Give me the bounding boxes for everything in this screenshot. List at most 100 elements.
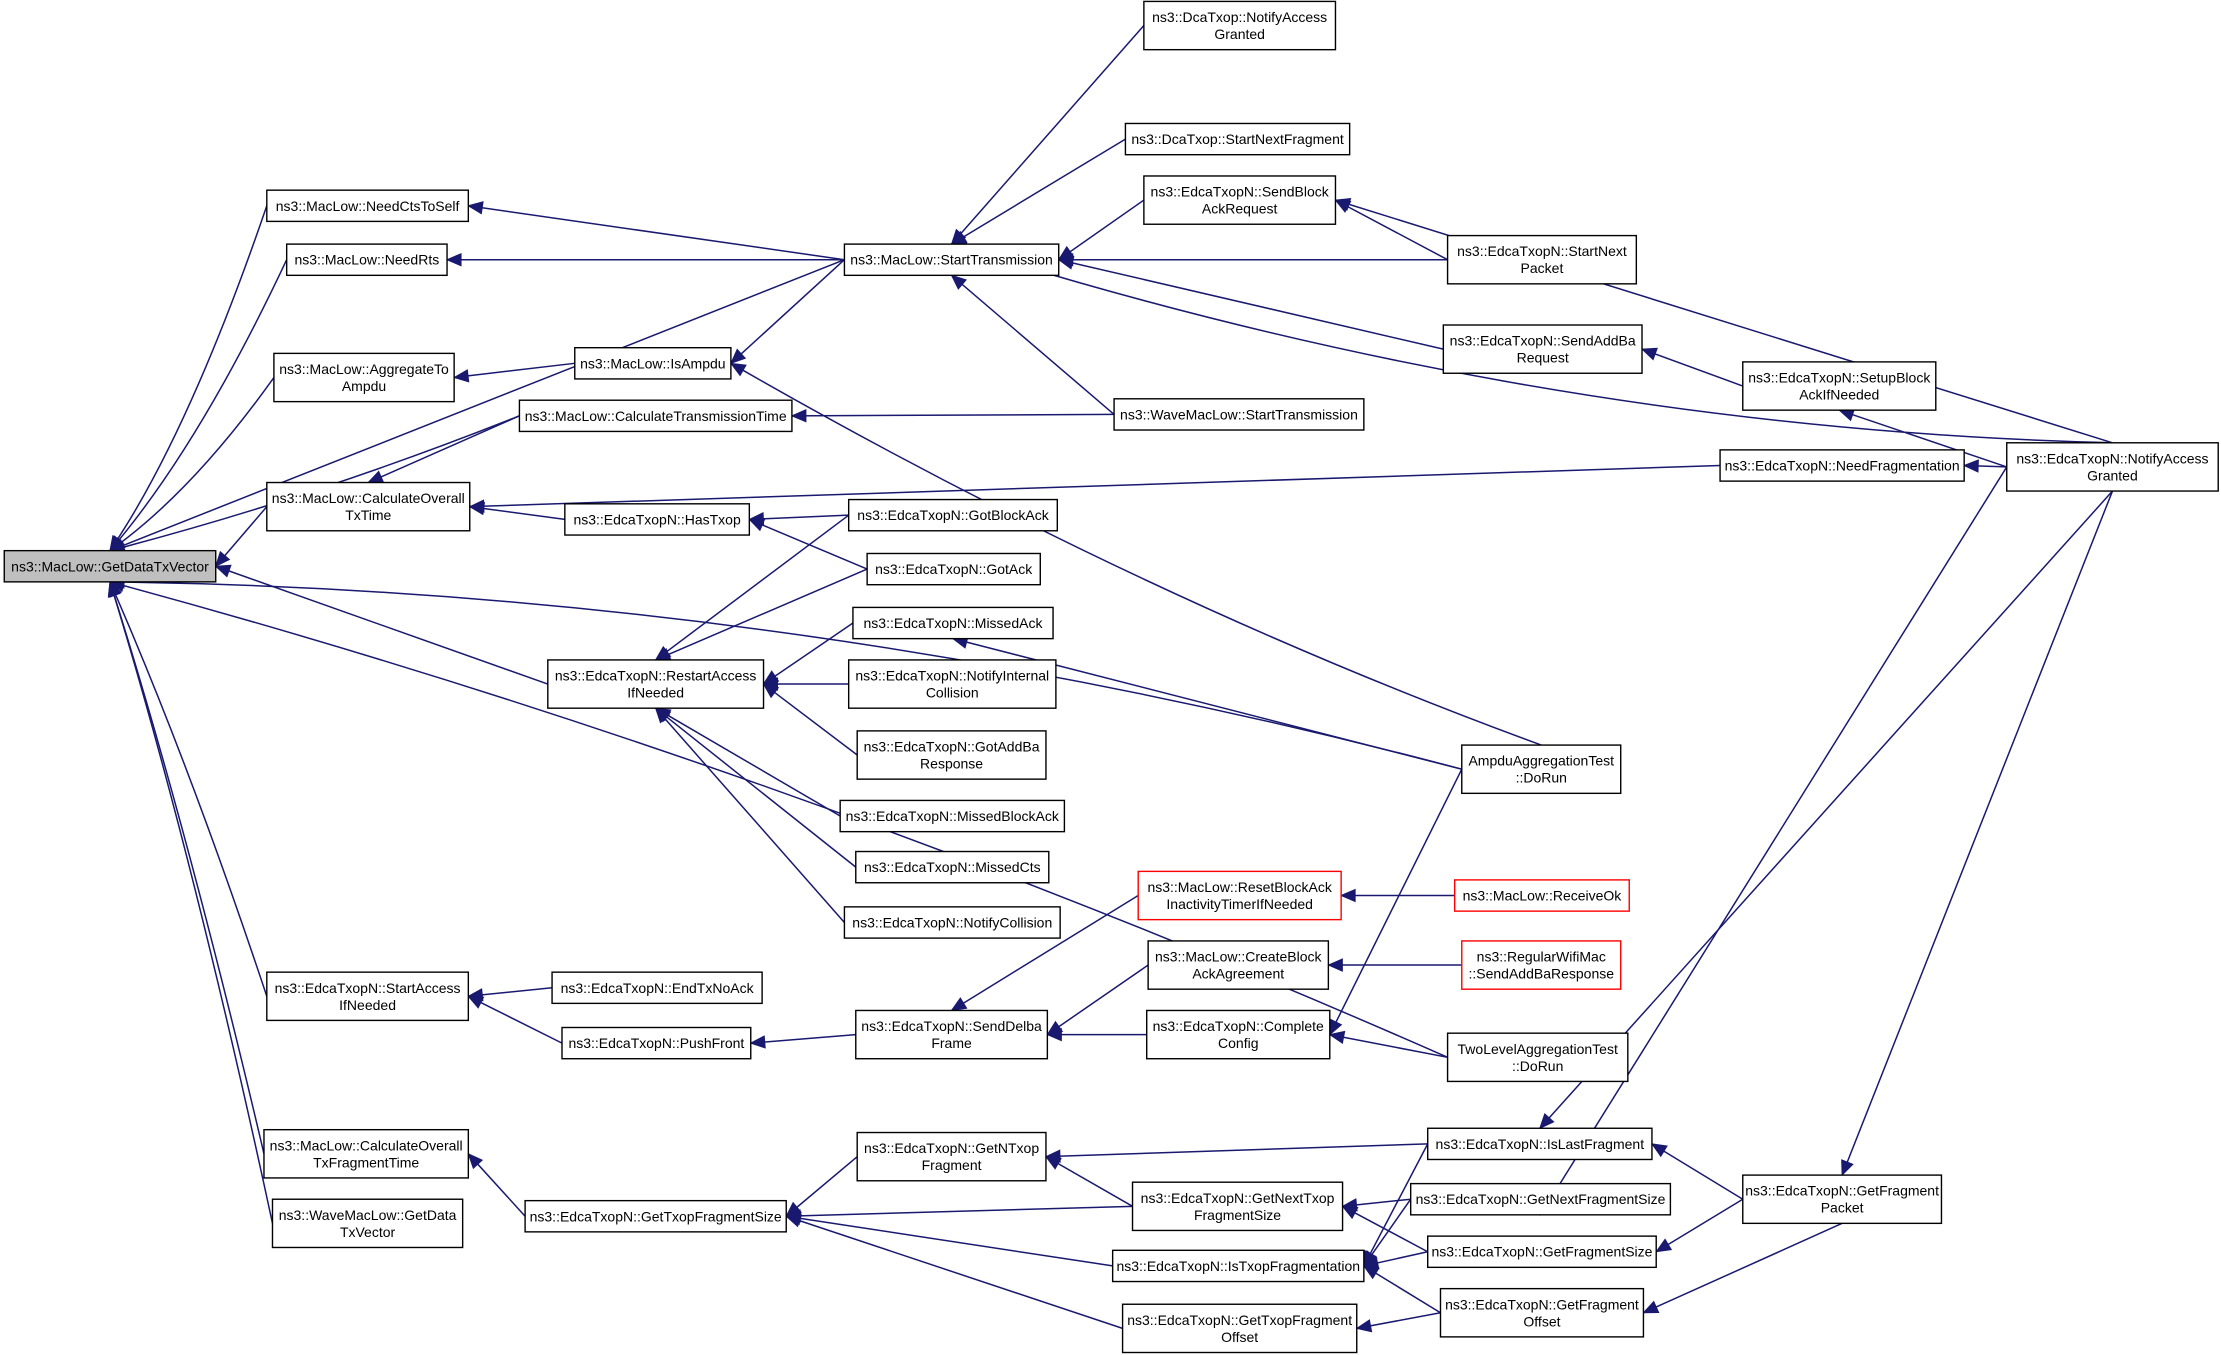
node-getFragmentSize[interactable]: ns3::EdcaTxopN::GetFragmentSize xyxy=(1427,1235,1657,1269)
arrowhead-sendAddBaResponse-to-createBlockAckAgreement xyxy=(1327,958,1343,972)
node-needRts[interactable]: ns3::MacLow::NeedRts xyxy=(285,243,448,277)
arrowhead-needFragmentation-to-calcOverallTxTime xyxy=(468,499,485,513)
node-calcOverallTxFragmentTime[interactable]: ns3::MacLow::CalculateOverallTxFragmentT… xyxy=(263,1128,470,1179)
node-notifyCollision[interactable]: ns3::EdcaTxopN::NotifyCollision xyxy=(843,906,1061,939)
node-waveMacLowGetDataTxVector[interactable]: ns3::WaveMacLow::GetDataTxVector xyxy=(271,1198,464,1249)
edge-ampduAggregationTest-to-missedAck xyxy=(952,637,1462,770)
node-label-notifyInternalCollision-1: Collision xyxy=(926,685,979,701)
node-label-createBlockAckAgreement-0: ns3::MacLow::CreateBlock xyxy=(1155,949,1323,965)
node-sendAddBaResponse[interactable]: ns3::RegularWifiMac::SendAddBaResponse xyxy=(1461,940,1622,990)
node-isTxopFragmentation[interactable]: ns3::EdcaTxopN::IsTxopFragmentation xyxy=(1111,1249,1365,1283)
node-box-resetBlockAckInactivity xyxy=(1137,870,1342,921)
node-pushFront[interactable]: ns3::EdcaTxopN::PushFront xyxy=(561,1026,752,1060)
edge-getNextTxopFragmentSize-to-getTxopFragmentSize xyxy=(786,1205,1133,1217)
node-dcaStartNextFragment[interactable]: ns3::DcaTxop::StartNextFragment xyxy=(1124,122,1351,156)
arrowhead-gotAddBaResponse-to-restartAccessIfNeeded xyxy=(762,683,780,699)
node-missedAck[interactable]: ns3::EdcaTxopN::MissedAck xyxy=(852,606,1054,640)
edge-needCtsToSelf-to-root xyxy=(109,205,268,552)
node-box-missedAck xyxy=(852,606,1054,640)
arrowhead-getFragmentOffset-to-getTxopFragmentOffset xyxy=(1355,1319,1373,1333)
node-receiveOk[interactable]: ns3::MacLow::ReceiveOk xyxy=(1453,879,1630,912)
node-isAmpdu[interactable]: ns3::MacLow::IsAmpdu xyxy=(574,347,732,380)
node-startTransmission[interactable]: ns3::MacLow::StartTransmission xyxy=(843,243,1060,277)
node-label-hasTxop-0: ns3::EdcaTxopN::HasTxop xyxy=(573,511,741,527)
node-root[interactable]: ns3::MacLow::GetDataTxVector xyxy=(3,549,217,583)
node-box-waveMacLowGetDataTxVector xyxy=(271,1198,464,1249)
node-label-pushFront-0: ns3::EdcaTxopN::PushFront xyxy=(568,1035,744,1051)
node-gotBlockAck[interactable]: ns3::EdcaTxopN::GotBlockAck xyxy=(847,498,1059,532)
node-box-isAmpdu xyxy=(574,347,732,380)
edge-gotAddBaResponse-to-restartAccessIfNeeded xyxy=(763,683,858,756)
edge-isTxopFragmentation-to-getTxopFragmentSize xyxy=(786,1215,1113,1267)
arrowhead-waveMacLowGetDataTxVector-to-root xyxy=(107,580,121,598)
node-gotAck[interactable]: ns3::EdcaTxopN::GotAck xyxy=(866,552,1041,586)
node-getTxopFragmentSize[interactable]: ns3::EdcaTxopN::GetTxopFragmentSize xyxy=(524,1199,787,1233)
node-needFragmentation[interactable]: ns3::EdcaTxopN::NeedFragmentation xyxy=(1719,449,1965,482)
edge-edcaNotifyAccessGranted-to-getFragmentPacket xyxy=(1841,490,2114,1176)
arrowhead-restartAccessIfNeeded-to-root xyxy=(214,564,232,578)
node-label-isAmpdu-0: ns3::MacLow::IsAmpdu xyxy=(580,355,726,371)
node-endTxNoAck[interactable]: ns3::EdcaTxopN::EndTxNoAck xyxy=(551,971,763,1005)
node-label-waveStartTransmission-0: ns3::WaveMacLow::StartTransmission xyxy=(1120,406,1358,422)
edge-waveStartTransmission-to-calcTransmissionTime xyxy=(791,413,1115,417)
node-box-calcTransmissionTime xyxy=(518,399,793,433)
node-box-sendDelbaFrame xyxy=(855,1009,1049,1060)
node-label-gotAddBaResponse-0: ns3::EdcaTxopN::GotAddBa xyxy=(864,739,1040,755)
edge-getNextTxopFragmentSize-to-getNTxopFragment xyxy=(1045,1155,1133,1207)
node-isLastFragment[interactable]: ns3::EdcaTxopN::IsLastFragment xyxy=(1427,1127,1653,1161)
edge-edcaNotifyAccessGranted-to-getNextFragmentSize xyxy=(1539,466,2008,1216)
node-label-gotAddBaResponse-1: Response xyxy=(920,756,983,772)
node-hasTxop[interactable]: ns3::EdcaTxopN::HasTxop xyxy=(564,503,751,536)
node-calcTransmissionTime[interactable]: ns3::MacLow::CalculateTransmissionTime xyxy=(518,399,793,433)
node-box-gotAck xyxy=(866,552,1041,586)
node-label-sendAddBaRequest-0: ns3::EdcaTxopN::SendAddBa xyxy=(1450,333,1636,349)
edge-isLastFragment-to-getNTxopFragment xyxy=(1045,1143,1428,1158)
node-getNextFragmentSize[interactable]: ns3::EdcaTxopN::GetNextFragmentSize xyxy=(1409,1182,1672,1216)
arrowhead-waveStartTransmission-to-calcTransmissionTime xyxy=(790,409,807,423)
node-missedBlockAck[interactable]: ns3::EdcaTxopN::MissedBlockAck xyxy=(839,799,1066,833)
node-label-aggregateToAmpdu-1: Ampdu xyxy=(342,378,386,394)
edge-ampduAggregationTest-to-root xyxy=(109,581,1462,770)
node-label-restartAccessIfNeeded-0: ns3::EdcaTxopN::RestartAccess xyxy=(555,668,757,684)
node-missedCts[interactable]: ns3::EdcaTxopN::MissedCts xyxy=(855,850,1050,884)
node-ampduAggregationTest[interactable]: AmpduAggregationTest::DoRun xyxy=(1461,744,1622,795)
node-waveStartTransmission[interactable]: ns3::WaveMacLow::StartTransmission xyxy=(1113,398,1365,431)
edge-startTransmission-to-isAmpdu xyxy=(730,259,845,364)
node-label-gotAck-0: ns3::EdcaTxopN::GotAck xyxy=(875,561,1033,577)
arrowhead-edcaNotifyAccessGranted-to-getFragmentPacket xyxy=(1841,1159,1854,1177)
arrowhead-getTxopFragmentOffset-to-getTxopFragmentSize xyxy=(785,1214,803,1228)
arrowhead-notifyCollision-to-restartAccessIfNeeded xyxy=(654,707,671,724)
node-label-endTxNoAck-0: ns3::EdcaTxopN::EndTxNoAck xyxy=(561,980,755,996)
node-label-getFragmentPacket-0: ns3::EdcaTxopN::GetFragment xyxy=(1745,1183,1939,1199)
arrowhead-edcaNotifyAccessGranted-to-needFragmentation xyxy=(1962,459,1979,473)
node-box-sendAddBaRequest xyxy=(1442,324,1643,374)
node-box-notifyCollision xyxy=(843,906,1061,939)
node-label-startAccessIfNeeded-0: ns3::EdcaTxopN::StartAccess xyxy=(275,980,461,996)
node-twoLevelAggregationTest[interactable]: TwoLevelAggregationTest::DoRun xyxy=(1446,1032,1629,1083)
edge-gotBlockAck-to-hasTxop xyxy=(749,514,849,521)
node-needCtsToSelf[interactable]: ns3::MacLow::NeedCtsToSelf xyxy=(266,189,470,223)
edge-sendBlockAckRequest-to-startTransmission xyxy=(1058,199,1145,261)
node-resetBlockAckInactivity[interactable]: ns3::MacLow::ResetBlockAckInactivityTime… xyxy=(1137,870,1342,921)
node-box-getTxopFragmentOffset xyxy=(1121,1303,1358,1354)
